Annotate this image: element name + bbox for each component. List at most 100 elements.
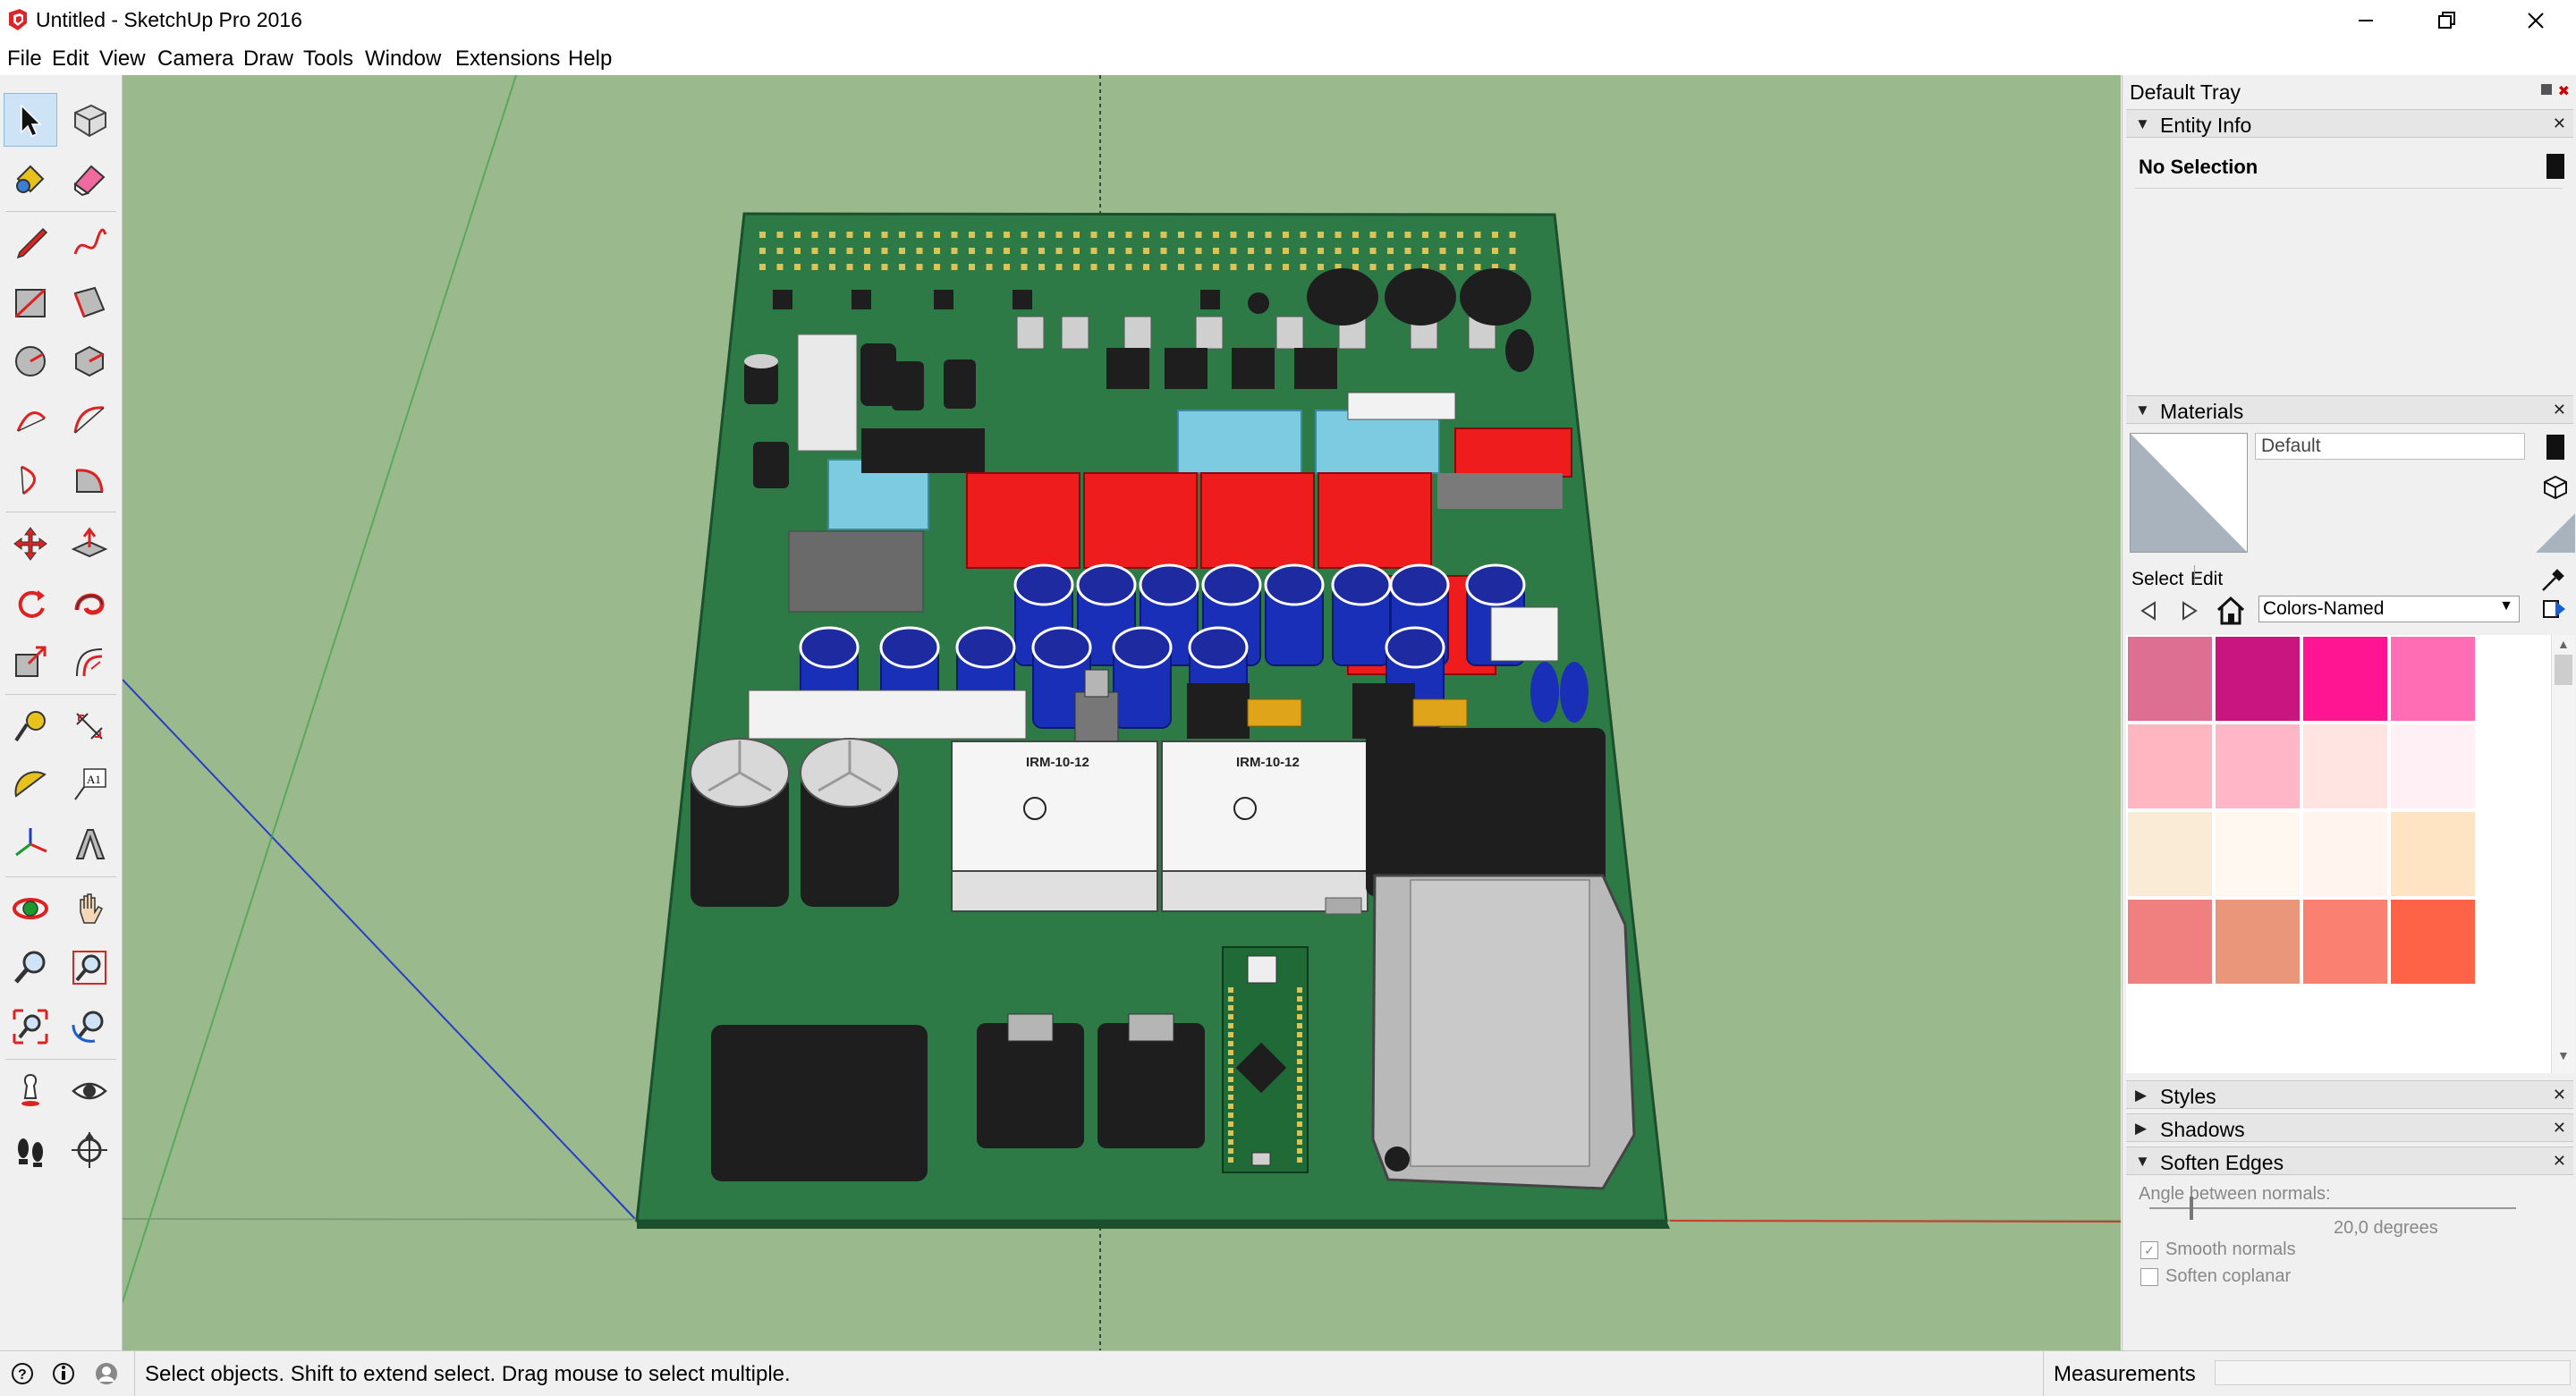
polygon-tool[interactable] [63,334,116,388]
material-preview[interactable] [2130,433,2248,553]
menu-view[interactable]: View [99,47,146,71]
material-toggle-icon[interactable] [2546,435,2564,460]
offset-tool[interactable] [63,635,116,689]
material-swatch[interactable] [2303,812,2387,896]
measurements-input[interactable] [2215,1360,2571,1385]
home-icon[interactable] [2216,596,2246,626]
pin-icon[interactable] [2541,84,2552,95]
orbit-tool[interactable] [4,882,57,935]
eraser-tool[interactable] [63,152,116,206]
material-swatch[interactable] [2303,724,2387,808]
eyedropper-icon[interactable] [2539,565,2568,594]
rectangle-tool[interactable] [4,275,57,329]
rotate-tool[interactable] [4,576,57,630]
tab-select[interactable]: Select [2131,569,2184,589]
material-swatch[interactable] [2128,900,2212,984]
menu-tools[interactable]: Tools [303,47,354,71]
tape-measure-tool[interactable] [4,699,57,753]
protractor-tool[interactable] [4,758,57,812]
material-swatch[interactable] [2216,637,2300,721]
pie-tool[interactable] [63,453,116,506]
restore-button[interactable] [2406,0,2487,41]
forward-arrow-icon[interactable] [2176,597,2203,624]
make-component-tool[interactable] [63,93,116,147]
material-name-field[interactable]: Default [2255,433,2525,460]
circle-tool[interactable] [4,334,57,388]
tab-edit[interactable]: Edit [2190,569,2224,589]
menu-camera[interactable]: Camera [157,47,234,71]
two-point-arc-tool[interactable] [63,393,116,447]
material-swatch[interactable] [2391,900,2475,984]
look-around-tool[interactable] [63,1064,116,1118]
angle-slider-thumb[interactable] [2190,1197,2194,1220]
walk-tool[interactable] [4,1123,57,1177]
follow-me-tool[interactable] [63,576,116,630]
styles-header[interactable]: ▶ Styles ✕ [2126,1080,2573,1109]
material-swatch[interactable] [2391,637,2475,721]
axes-tool[interactable] [4,817,57,871]
shadows-header[interactable]: ▶ Shadows ✕ [2126,1113,2573,1142]
panel-close-icon[interactable]: ✕ [2552,401,2566,419]
scroll-down-icon[interactable]: ▼ [2557,1048,2570,1062]
smooth-normals-checkbox[interactable]: ✓ [2140,1241,2158,1259]
material-swatch[interactable] [2128,637,2212,721]
select-tool[interactable] [4,93,57,147]
user-icon[interactable] [95,1362,118,1385]
dimension-tool[interactable] [63,699,116,753]
minimize-button[interactable] [2326,0,2406,41]
material-swatch[interactable] [2128,812,2212,896]
panel-close-icon[interactable]: ✕ [2552,1152,2566,1170]
zoom-extents-tool[interactable] [4,1000,57,1053]
menu-edit[interactable]: Edit [52,47,89,71]
material-swatch[interactable] [2216,724,2300,808]
push-pull-tool[interactable] [63,517,116,571]
material-swatch[interactable] [2303,637,2387,721]
entity-info-header[interactable]: ▼ Entity Info ✕ [2126,109,2573,138]
back-arrow-icon[interactable] [2135,597,2162,624]
material-swatch[interactable] [2391,812,2475,896]
paint-bucket-tool[interactable] [4,152,57,206]
zoom-window-tool[interactable] [63,941,116,994]
line-tool[interactable] [4,216,57,270]
menu-extensions[interactable]: Extensions [455,47,561,71]
material-swatch[interactable] [2216,812,2300,896]
panel-close-icon[interactable]: ✕ [2552,1086,2566,1104]
previous-view-tool[interactable] [63,1000,116,1053]
details-arrow-icon[interactable] [2541,596,2568,622]
rotated-rectangle-tool[interactable] [63,275,116,329]
swatch-scrollbar[interactable]: ▲ ▼ [2551,635,2575,1073]
position-camera-tool[interactable] [4,1064,57,1118]
menu-draw[interactable]: Draw [243,47,294,71]
three-point-arc-tool[interactable] [4,453,57,506]
soften-coplanar-checkbox[interactable] [2140,1268,2158,1286]
close-button[interactable] [2496,0,2576,41]
freehand-tool[interactable] [63,216,116,270]
library-dropdown[interactable]: Colors-Named ▼ [2258,596,2520,622]
menu-window[interactable]: Window [365,47,442,71]
create-material-icon[interactable] [2541,473,2568,500]
entity-info-toggle-icon[interactable] [2546,154,2564,179]
move-tool[interactable] [4,517,57,571]
menu-file[interactable]: File [7,47,42,71]
sample-paint-icon[interactable] [2536,513,2575,553]
zoom-tool[interactable] [4,941,57,994]
pcb-model-scene[interactable]: IRM-10-12 IRM-10-12 [123,75,2121,1350]
panel-close-icon[interactable]: ✕ [2552,1119,2566,1137]
material-swatch[interactable] [2391,724,2475,808]
section-plane-tool[interactable] [63,1123,116,1177]
tray-close-icon[interactable]: ✖ [2557,84,2570,99]
credits-icon[interactable] [52,1362,75,1385]
material-swatch[interactable] [2128,724,2212,808]
3d-viewport[interactable]: IRM-10-12 IRM-10-12 [123,75,2121,1350]
geo-location-icon[interactable]: ? [11,1362,34,1385]
pan-tool[interactable] [63,882,116,935]
text-tool[interactable]: A1 [63,758,116,812]
arc-tool[interactable] [4,393,57,447]
panel-close-icon[interactable]: ✕ [2552,114,2566,132]
material-swatch[interactable] [2216,900,2300,984]
soften-edges-header[interactable]: ▼ Soften Edges ✕ [2126,1146,2573,1175]
scale-tool[interactable] [4,635,57,689]
material-swatch[interactable] [2303,900,2387,984]
3d-text-tool[interactable] [63,817,116,871]
scrollbar-thumb[interactable] [2555,655,2572,685]
